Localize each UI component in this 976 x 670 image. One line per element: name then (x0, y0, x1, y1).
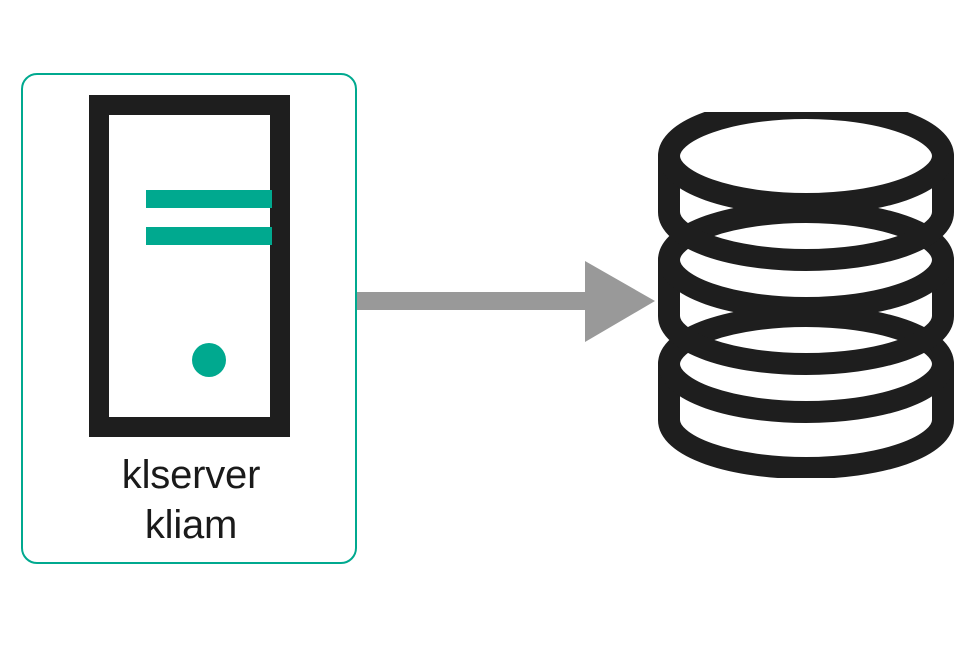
server-power-led-icon (192, 343, 226, 377)
database-disc-top (658, 145, 954, 271)
database-icon (658, 97, 954, 479)
database-disc-bottom (658, 353, 954, 479)
arrow-icon (357, 261, 655, 342)
node-server-label: klserver kliam (23, 450, 359, 550)
database-disc-middle (658, 249, 954, 375)
node-server-label-line-2: kliam (144, 503, 238, 547)
arrow-shape (357, 261, 655, 342)
node-server-card[interactable]: klserver kliam (21, 73, 357, 564)
server-tower-icon (89, 95, 290, 437)
connector-server-to-database (357, 258, 657, 348)
server-drive-bay-icon-2 (146, 227, 272, 245)
server-drive-bay-icon-1 (146, 190, 272, 208)
database-disc-top-top (658, 97, 954, 215)
node-server-label-line-1: klserver (121, 453, 261, 497)
database-cylinder-icon[interactable] (656, 97, 956, 479)
